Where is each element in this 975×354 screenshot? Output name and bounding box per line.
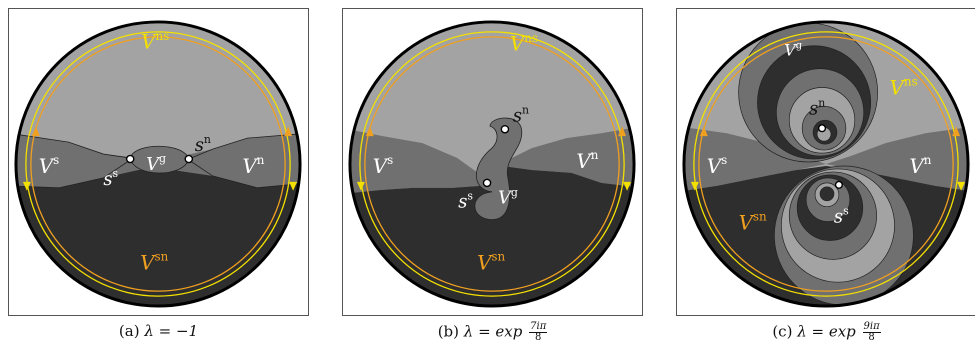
caption-c-equation: λ = exp [797, 322, 856, 341]
point-sn [500, 124, 510, 134]
orange-arrow-right [284, 126, 293, 137]
caption-a-label: (a) [118, 322, 140, 340]
panel-c-diagram: Vns Vg Vs Vn Vsn sn ss [682, 20, 970, 308]
yellow-arrow-right [623, 181, 632, 191]
orange-arrow-right [618, 126, 627, 137]
region-vsn [349, 165, 635, 307]
point-ss [834, 180, 843, 189]
yellow-circle [25, 31, 291, 297]
panel-c: Vns Vg Vs Vn Vsn sn ss [676, 8, 975, 316]
caption-a: (a) λ = −1 [8, 322, 309, 340]
yellow-arrow-right [289, 181, 298, 191]
caption-a-equation: λ = −1 [144, 322, 199, 340]
region-vs-band [683, 126, 827, 192]
yellow-circle [359, 31, 625, 297]
caption-b-label: (b) [437, 322, 460, 341]
yellow-arrow-left [690, 181, 699, 191]
panel-a-diagram: Vns Vs Vn Vg Vsn ss sn [14, 20, 302, 308]
lower-spiral [774, 165, 914, 306]
panel-b-diagram: Vns Vs Vn Vg Vsn ss sn [348, 20, 636, 308]
orange-arrow-right [952, 126, 961, 137]
orange-circle [364, 36, 620, 292]
orange-arrow-left [31, 126, 40, 137]
upper-spiral [738, 22, 879, 163]
outer-boundary [14, 20, 302, 308]
point-ss [482, 178, 492, 188]
point-ss [125, 154, 135, 164]
region-vsn [15, 169, 301, 307]
orange-circle [698, 36, 954, 292]
yellow-arrow-left [22, 181, 31, 191]
orange-arrow-left [365, 126, 374, 137]
point-sn [184, 154, 194, 164]
boundary-lower [15, 159, 301, 189]
orange-circle [30, 36, 286, 292]
region-vs-band [349, 128, 483, 194]
outer-boundary [682, 20, 970, 308]
caption-c-label: (c) [772, 322, 793, 341]
region-vg-spiral [474, 117, 523, 221]
region-vn-band [826, 126, 969, 192]
label-vns: Vns [890, 75, 918, 100]
point-sn [817, 124, 827, 133]
caption-b-equation: λ = exp [463, 322, 523, 341]
panel-a: Vns Vs Vn Vg Vsn ss sn [8, 8, 309, 316]
yellow-arrow-right [957, 181, 966, 191]
region-vn-band [501, 126, 635, 188]
boundary-upper [15, 132, 301, 160]
outer-boundary [348, 20, 636, 308]
yellow-circle [693, 31, 959, 297]
panel-b: Vns Vs Vn Vg Vsn ss sn [342, 8, 643, 316]
yellow-arrow-left [356, 181, 365, 191]
orange-arrow-left [699, 126, 708, 137]
